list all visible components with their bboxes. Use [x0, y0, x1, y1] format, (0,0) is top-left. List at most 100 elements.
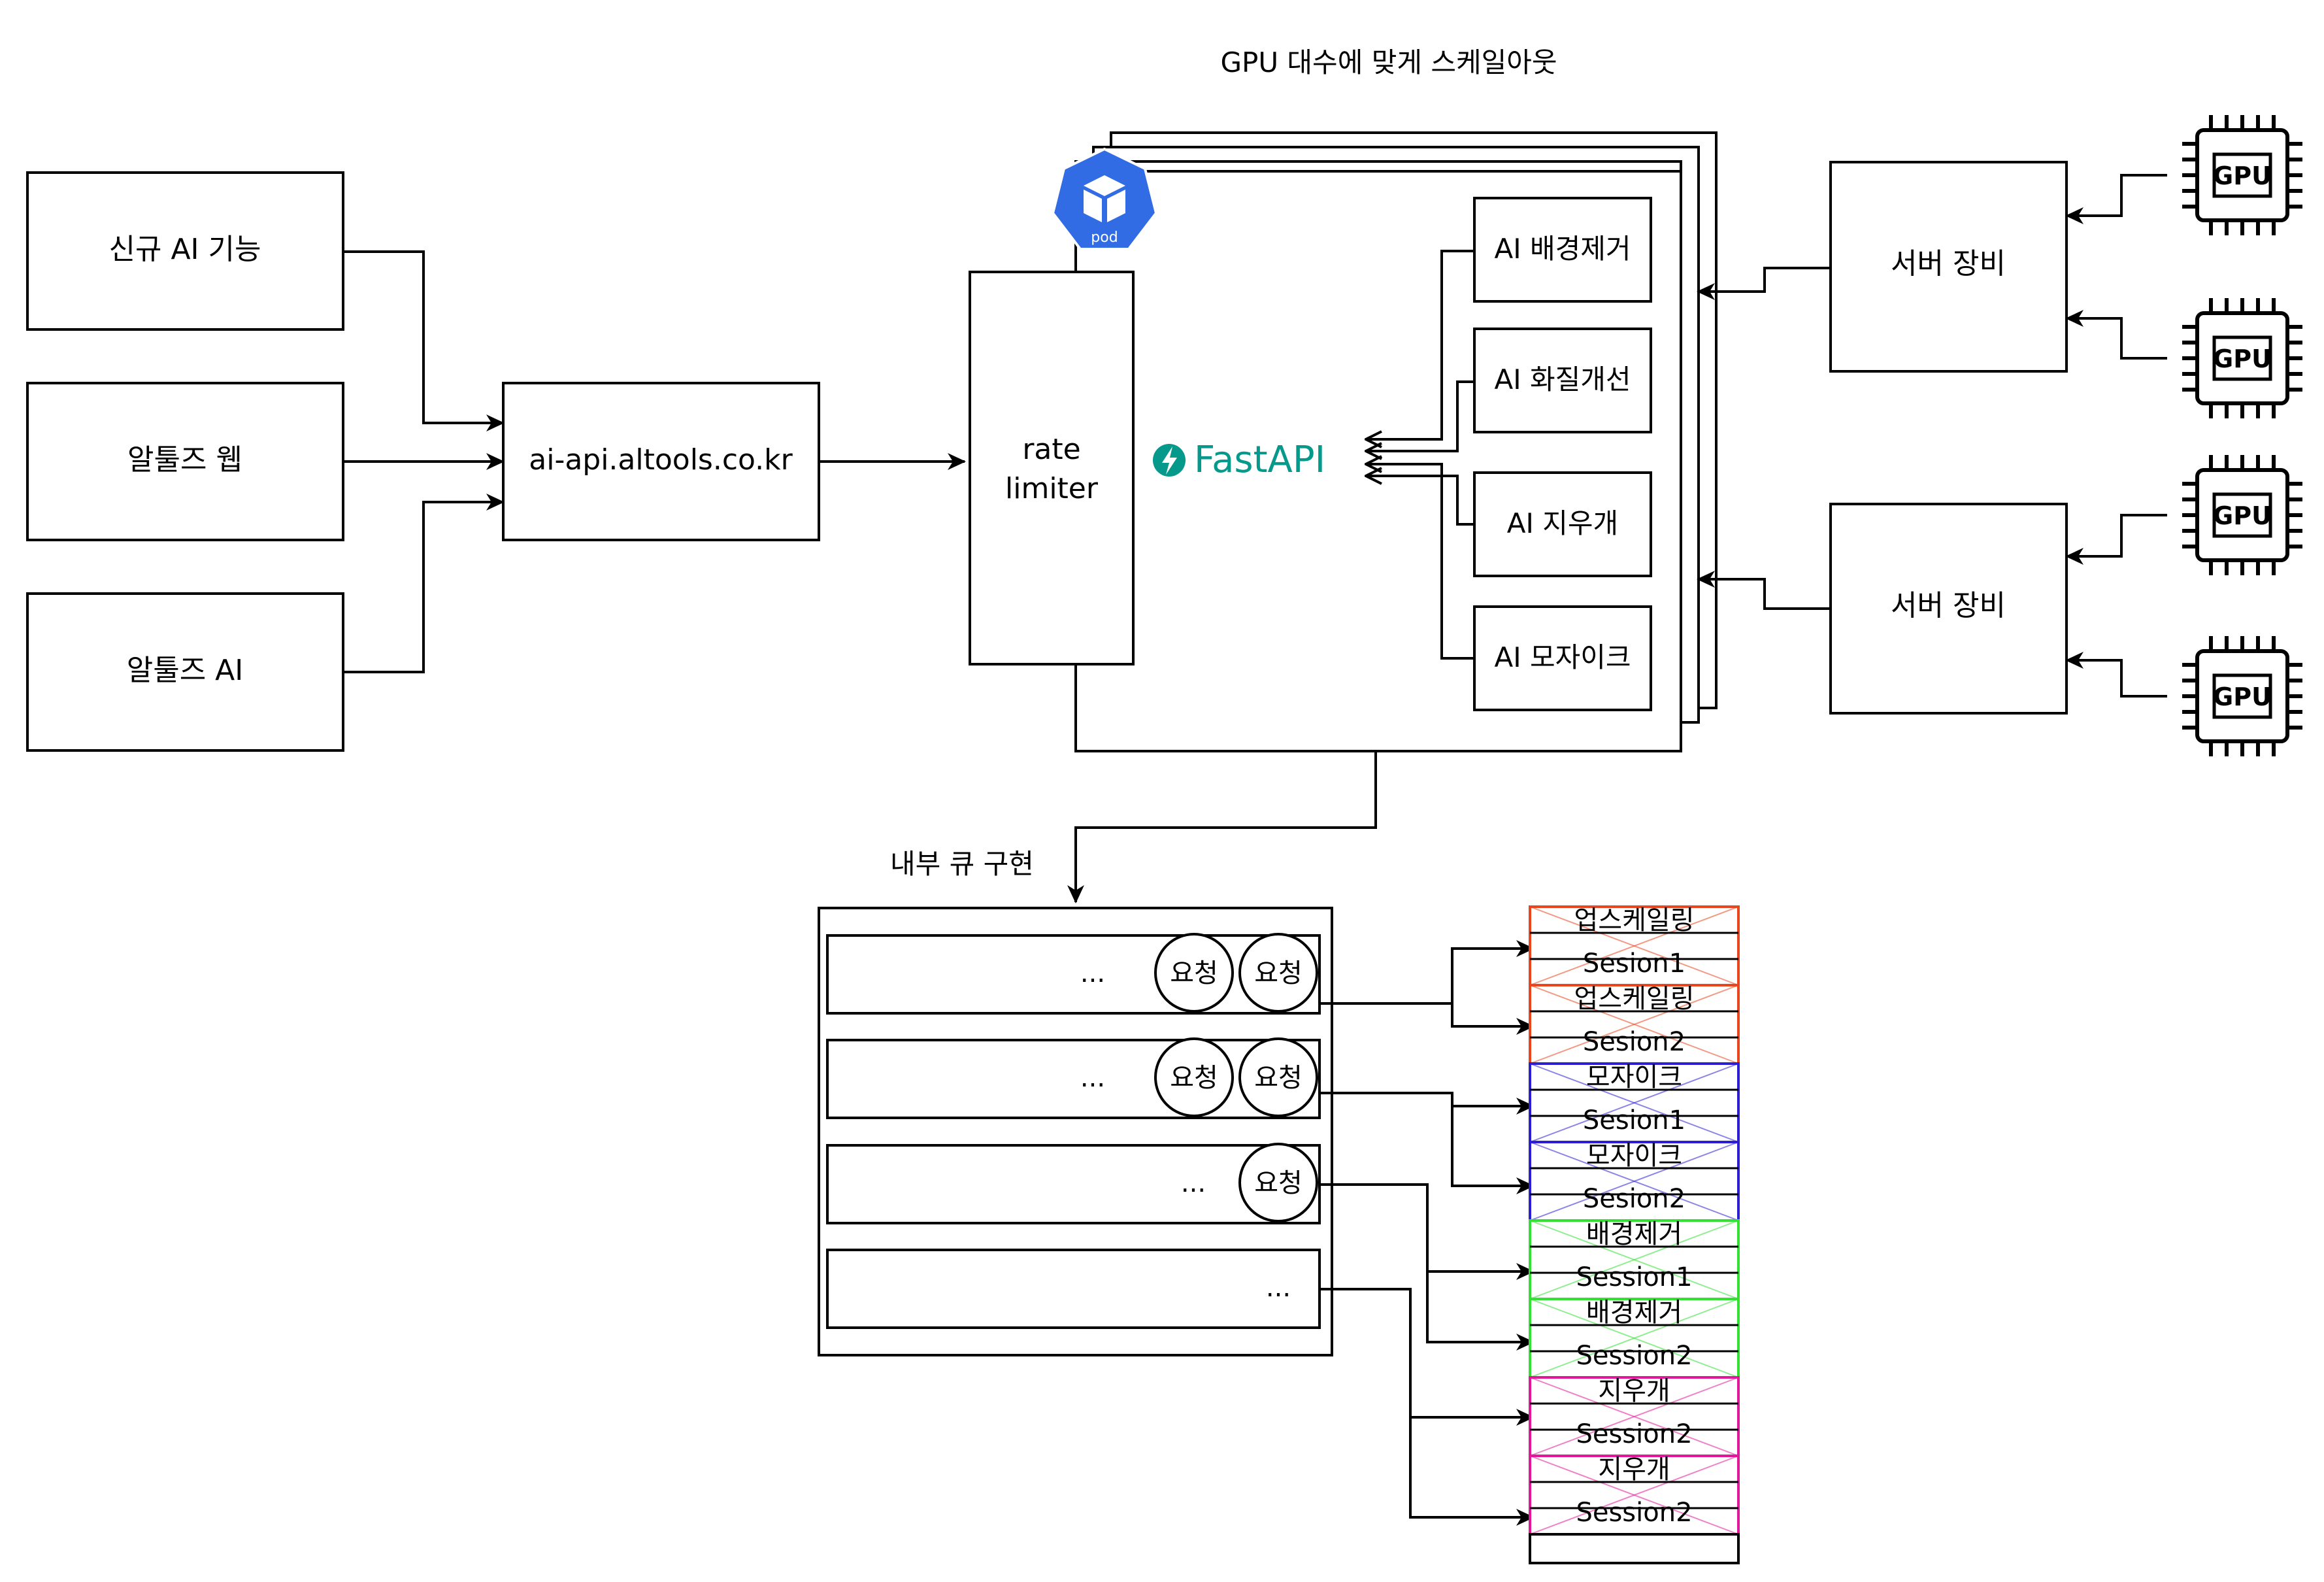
- service-mosaic: AI 모자이크: [1473, 605, 1652, 711]
- session-cell: 배경제거 Session2: [1529, 1298, 1740, 1379]
- queue-label: 내부 큐 구현: [890, 848, 1034, 880]
- request-bubble: 요청: [1238, 933, 1318, 1013]
- session-name: Session1: [1576, 1262, 1692, 1292]
- connector-new-feature-to-gateway: [343, 250, 505, 431]
- session-name: Session2: [1576, 1498, 1692, 1528]
- session-title: 지우개: [1598, 1455, 1670, 1485]
- connector-server2-to-pod: [1697, 571, 1831, 610]
- session-name: Sesion2: [1583, 1027, 1685, 1057]
- client-altools-web: 알툴즈 웹: [26, 382, 344, 541]
- gpu-chip-label: GPU: [2213, 345, 2272, 373]
- queue-ellipsis: ...: [1181, 1168, 1206, 1198]
- gpu-chip-group: GPU GPU GPU GPU: [2182, 115, 2302, 756]
- server-device-2: 서버 장비: [1829, 503, 2068, 715]
- connector-lane1-to-upscale-s2: [1451, 1003, 1535, 1035]
- rate-limiter-box: rate limiter: [969, 271, 1135, 665]
- session-cell: 모자이크 Sesion2: [1529, 1141, 1740, 1222]
- session-cell: 지우개 Session2: [1529, 1376, 1740, 1457]
- connector-gpu2-to-server: [2065, 310, 2167, 360]
- service-label: AI 배경제거: [1494, 233, 1631, 265]
- queue-lane-1: ... 요청 요청: [826, 933, 1321, 1015]
- client-label: 신규 AI 기능: [109, 233, 261, 266]
- connector-lane2-to-mosaic-s1: [1320, 1092, 1535, 1115]
- connector-lane4-to-eraser-s1: [1320, 1288, 1535, 1426]
- request-label: 요청: [1170, 1063, 1218, 1093]
- server-label: 서버 장비: [1891, 247, 2006, 280]
- gpu-chip-label: GPU: [2213, 501, 2272, 530]
- rate-limiter-line2: limiter: [1005, 472, 1099, 505]
- gpu-chip-label: GPU: [2213, 682, 2272, 711]
- server-label: 서버 장비: [1891, 589, 2006, 622]
- client-new-ai-feature: 신규 AI 기능: [26, 171, 344, 331]
- session-name: Session2: [1576, 1341, 1692, 1371]
- request-label: 요청: [1170, 958, 1218, 988]
- diagram-title: GPU 대수에 맞게 스케일아웃: [1220, 46, 1557, 78]
- queue-ellipsis: ...: [1080, 1063, 1105, 1093]
- queue-lane-2: ... 요청 요청: [826, 1037, 1321, 1119]
- session-name: Session2: [1576, 1419, 1692, 1449]
- session-pool-footer: [1529, 1533, 1740, 1564]
- gateway-label: ai-api.altools.co.kr: [529, 443, 793, 477]
- request-label: 요청: [1254, 1063, 1303, 1093]
- session-cell: 지우개 Session2: [1529, 1455, 1740, 1536]
- connector-gpu3-to-server: [2065, 514, 2167, 565]
- service-eraser: AI 지우개: [1473, 471, 1652, 577]
- connector-gpu1-to-server: [2065, 174, 2167, 224]
- client-altools-ai: 알툴즈 AI: [26, 592, 344, 752]
- queue-lane-4: ...: [826, 1249, 1321, 1329]
- connector-ai-to-gateway: [343, 494, 505, 673]
- queue-ellipsis: ...: [1266, 1273, 1291, 1303]
- queue-ellipsis: ...: [1080, 958, 1105, 988]
- client-label: 알툴즈 웹: [127, 443, 242, 477]
- connector-gpu4-to-server: [2065, 652, 2167, 698]
- session-title: 업스케일링: [1574, 905, 1695, 935]
- gpu-chip-icon: GPU: [2182, 636, 2302, 756]
- gpu-chip-icon: GPU: [2182, 298, 2302, 418]
- session-name: Sesion1: [1583, 1105, 1685, 1136]
- fastapi-logo: FastAPI: [1153, 439, 1325, 481]
- gpu-chip-icon: GPU: [2182, 455, 2302, 575]
- rate-limiter-line1: rate: [1022, 433, 1080, 466]
- connector-lane1-to-upscale-s1: [1320, 940, 1535, 1005]
- session-pool: 업스케일링 Sesion1 업스케일링 Sesion2 모자이크 Sesion1 모자이크 S…: [1529, 905, 1740, 1564]
- gpu-chip-label: GPU: [2213, 161, 2272, 190]
- service-background-removal: AI 배경제거: [1473, 197, 1652, 303]
- request-label: 요청: [1254, 1168, 1303, 1198]
- server-device-1: 서버 장비: [1829, 161, 2068, 373]
- service-label: AI 지우개: [1507, 507, 1618, 539]
- session-title: 업스케일링: [1574, 984, 1695, 1014]
- connector-upscaling-to-fastapi: [1366, 380, 1474, 451]
- service-label: AI 화질개선: [1494, 363, 1631, 396]
- session-cell: 업스케일링 Sesion1: [1529, 905, 1740, 986]
- connector-server1-to-pod: [1697, 267, 1831, 300]
- session-title: 모자이크: [1586, 1141, 1682, 1171]
- session-cell: 모자이크 Sesion1: [1529, 1062, 1740, 1143]
- request-bubble: 요청: [1154, 933, 1234, 1013]
- service-upscaling: AI 화질개선: [1473, 328, 1652, 433]
- session-name: Sesion2: [1583, 1184, 1685, 1214]
- request-bubble: 요청: [1238, 1037, 1318, 1117]
- connector-lane2-to-mosaic-s2: [1451, 1106, 1535, 1194]
- connector-pod-to-queue: [1067, 751, 1377, 903]
- session-name: Sesion1: [1583, 949, 1685, 979]
- request-label: 요청: [1254, 958, 1303, 988]
- request-bubble: 요청: [1238, 1143, 1318, 1222]
- kubernetes-pod-icon: pod: [1051, 147, 1158, 250]
- service-label: AI 모자이크: [1494, 641, 1631, 673]
- pod-badge-label: pod: [1091, 229, 1118, 246]
- client-label: 알툴즈 AI: [127, 654, 244, 687]
- session-title: 배경제거: [1586, 1298, 1682, 1328]
- connector-bg-removal-to-fastapi: [1366, 250, 1474, 439]
- connector-lane3-to-bgremoval-s1: [1320, 1183, 1535, 1280]
- session-title: 지우개: [1598, 1376, 1670, 1406]
- request-bubble: 요청: [1154, 1037, 1234, 1117]
- connector-eraser-to-fastapi: [1366, 476, 1474, 526]
- session-title: 모자이크: [1586, 1062, 1682, 1092]
- gateway-box: ai-api.altools.co.kr: [502, 382, 820, 541]
- connector-lane4-to-eraser-s2: [1409, 1417, 1535, 1526]
- fastapi-label: FastAPI: [1194, 439, 1325, 481]
- gpu-chip-icon: GPU: [2182, 115, 2302, 235]
- connector-lane3-to-bgremoval-s2: [1426, 1271, 1535, 1351]
